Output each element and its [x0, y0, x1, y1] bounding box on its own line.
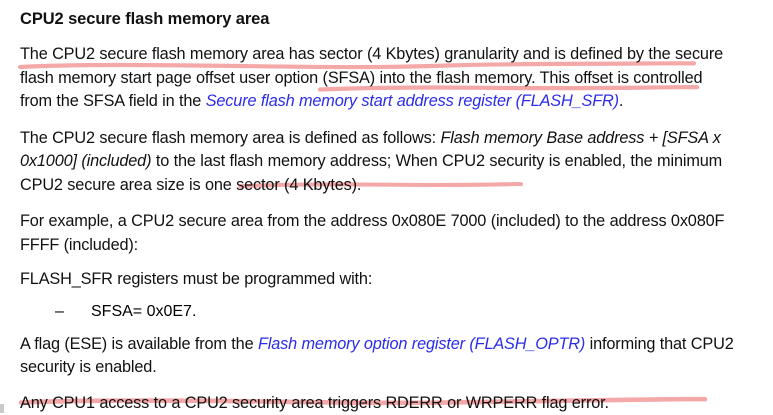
link-flash-optr-register[interactable]: Flash memory option register (FLASH_OPTR…	[258, 335, 585, 353]
page-corner-artifact	[0, 404, 4, 413]
spacer	[20, 380, 735, 392]
paragraph-definition-text-a: The CPU2 secure flash memory area is def…	[20, 129, 440, 147]
paragraph-example: For example, a CPU2 secure area from the…	[20, 210, 735, 257]
spacer	[20, 114, 735, 127]
paragraph-ese-flag-text-a: A flag (ESE) is available from the	[20, 335, 258, 353]
list-item-sfsa-value: – SFSA= 0x0E7.	[20, 303, 735, 321]
spacer	[20, 321, 735, 333]
spacer	[20, 29, 735, 43]
paragraph-cpu1-access-error: Any CPU1 access to a CPU2 security area …	[20, 392, 735, 415]
paragraph-overview: The CPU2 secure flash memory area has se…	[20, 43, 735, 114]
paragraph-ese-flag: A flag (ESE) is available from the Flash…	[20, 333, 735, 380]
link-flash-sfr-register[interactable]: Secure flash memory start address regist…	[206, 92, 619, 110]
spacer	[20, 292, 735, 303]
spacer	[20, 257, 735, 268]
list-item-sfsa-value-text: SFSA= 0x0E7.	[91, 303, 196, 321]
document-body: CPU2 secure flash memory area The CPU2 s…	[20, 4, 735, 415]
paragraph-overview-text-b: .	[619, 92, 623, 110]
paragraph-flash-sfr-programming: FLASH_SFR registers must be programmed w…	[20, 268, 735, 292]
dash-bullet: –	[55, 303, 91, 321]
spacer	[20, 197, 735, 210]
paragraph-definition: The CPU2 secure flash memory area is def…	[20, 127, 735, 198]
page-title: CPU2 secure flash memory area	[20, 4, 735, 29]
